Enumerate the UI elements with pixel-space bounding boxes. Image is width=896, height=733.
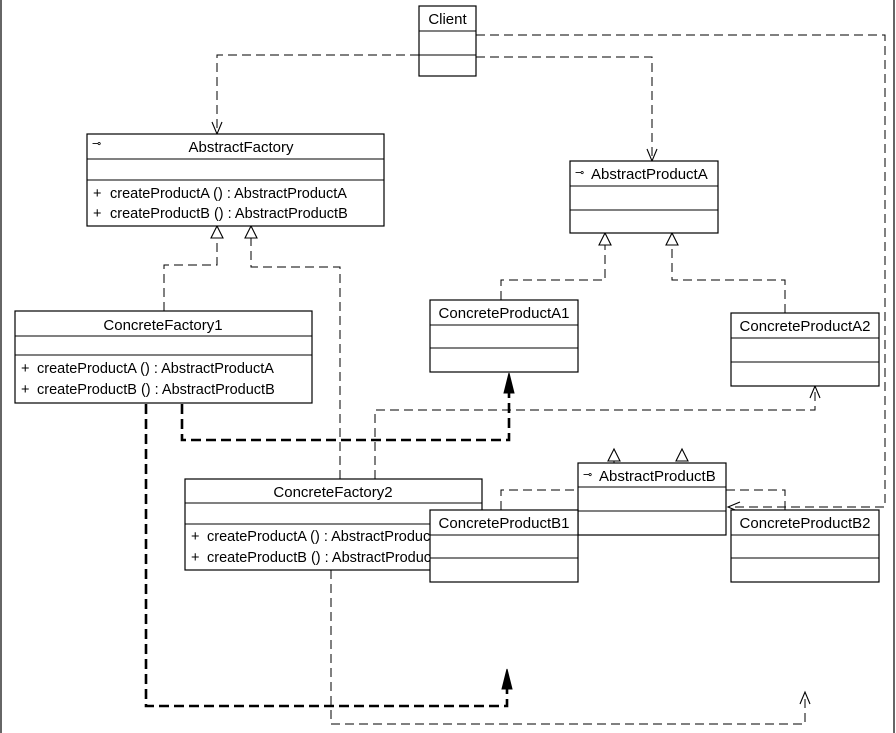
arrowheads (210, 121, 821, 705)
class-name: ConcreteFactory2 (273, 484, 392, 501)
operation: createProductA () : AbstractProductA (37, 361, 274, 377)
class-concrete-product-a2[interactable]: ConcreteProductA2 (730, 312, 880, 387)
class-name: AbstractProductB (599, 468, 716, 485)
operation-visibility: + (21, 382, 29, 398)
class-abstract-product-a[interactable]: ⊸ AbstractProductA (569, 160, 719, 234)
realization-triangle-product-b1 (607, 447, 621, 462)
class-abstract-factory[interactable]: ⊸ AbstractFactory + createProductA () : … (86, 133, 385, 227)
operation-visibility: + (21, 361, 29, 377)
realization-triangle-factory2 (244, 224, 258, 239)
realization-factory2-to-abstract-factory (250, 238, 341, 479)
operation: createProductA () : AbstractProductA (207, 529, 444, 545)
dependency-factory2-to-product-a2 (374, 388, 816, 479)
realization-triangle-product-b2 (675, 447, 689, 462)
dependency-client-to-abstract-product-b (476, 34, 886, 508)
dependency-factory1-to-product-b1 (144, 404, 509, 708)
operation: createProductB () : AbstractProductB (110, 206, 348, 222)
class-concrete-factory1[interactable]: ConcreteFactory1 + createProductA () : A… (14, 310, 313, 404)
class-name: AbstractFactory (188, 139, 294, 156)
realization-triangle-factory1 (210, 224, 224, 239)
dependency-client-to-abstract-factory (216, 54, 419, 132)
realization-triangle-product-a1 (598, 231, 612, 246)
class-concrete-product-b1[interactable]: ConcreteProductB1 (429, 509, 579, 583)
class-abstract-product-b[interactable]: ⊸ AbstractProductB (577, 462, 727, 536)
interface-icon: ⊸ (575, 167, 584, 179)
class-client[interactable]: Client (418, 5, 477, 77)
realization-triangle-product-a2 (665, 231, 679, 246)
operation-visibility: + (191, 529, 199, 545)
filled-arrowhead-product-a1 (503, 372, 515, 394)
class-name: AbstractProductA (591, 166, 708, 183)
operation-visibility: + (191, 550, 199, 566)
class-name: ConcreteProductA2 (740, 318, 871, 335)
open-arrowhead-product-b2 (799, 690, 811, 705)
class-name: ConcreteProductB2 (740, 515, 871, 532)
operation: createProductB () : AbstractProductB (207, 550, 445, 566)
operation: createProductA () : AbstractProductA (110, 186, 347, 202)
connectors (144, 34, 886, 725)
realization-b2-to-abstract-product-b (681, 461, 786, 510)
realization-a2-to-abstract-product-a (671, 245, 786, 313)
filled-arrowhead-product-b1 (501, 668, 513, 690)
dependency-factory1-to-product-a1 (180, 392, 511, 442)
realization-a1-to-abstract-product-a (500, 245, 606, 300)
operation: createProductB () : AbstractProductB (37, 382, 275, 398)
class-name: ConcreteProductA1 (439, 305, 570, 322)
class-concrete-product-a1[interactable]: ConcreteProductA1 (429, 299, 579, 373)
interface-icon: ⊸ (583, 469, 592, 481)
class-name: ConcreteProductB1 (439, 515, 570, 532)
class-name: Client (428, 11, 467, 28)
interface-icon: ⊸ (92, 138, 101, 150)
class-name: ConcreteFactory1 (103, 317, 222, 334)
operation-visibility: + (93, 186, 101, 202)
realization-factory1-to-abstract-factory (163, 238, 218, 311)
operation-visibility: + (93, 206, 101, 222)
class-concrete-product-b2[interactable]: ConcreteProductB2 (730, 509, 880, 583)
dependency-client-to-abstract-product-a (476, 56, 653, 159)
dependency-factory2-to-product-b2 (330, 570, 806, 725)
